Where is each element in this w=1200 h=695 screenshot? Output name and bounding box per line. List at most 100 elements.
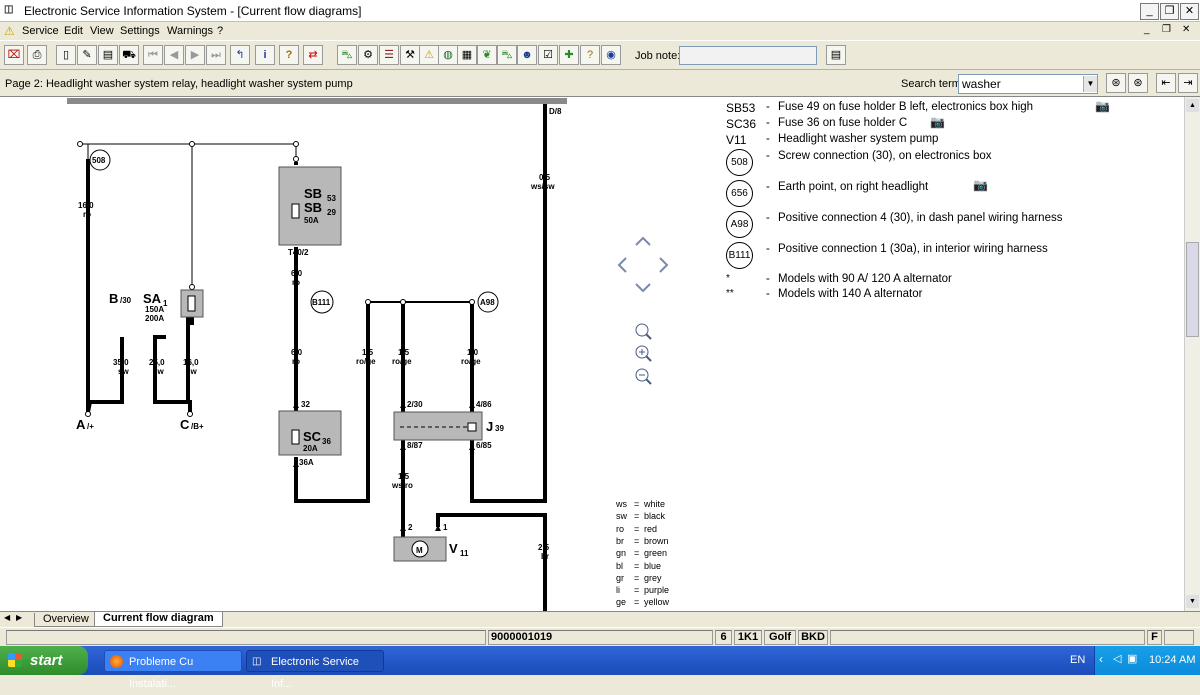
task-esi-label: Electronic Service Inf... (271, 656, 360, 690)
scroll-down-icon[interactable]: ▼ (1186, 595, 1199, 608)
search-dropdown-icon[interactable]: ▼ (1083, 76, 1097, 92)
child-minimize-icon[interactable]: _ (1144, 24, 1150, 35)
legend-circle: B111 (726, 242, 753, 269)
terminal-a: A (76, 417, 86, 432)
vertical-scrollbar[interactable]: ▲ ▼ (1184, 97, 1200, 611)
start-label: start (30, 652, 63, 669)
back-icon[interactable]: ↰ (230, 45, 250, 65)
tab-overview[interactable]: Overview (34, 613, 98, 627)
menu-view[interactable]: View (90, 25, 114, 37)
legend-text: Headlight washer system pump (778, 133, 939, 145)
car-icon[interactable]: ⛍ (337, 45, 357, 65)
maximize-button[interactable]: ❐ (1160, 3, 1179, 20)
menu-help[interactable]: ? (217, 25, 224, 37)
camera-icon[interactable]: 📷 (973, 178, 989, 192)
last-page-icon[interactable]: ⏭ (206, 45, 226, 65)
books-icon[interactable]: ☰ (379, 45, 399, 65)
svg-text:2: 2 (408, 523, 413, 532)
first-page-icon[interactable]: ⏮ (143, 45, 163, 65)
menu-service[interactable]: Service (22, 25, 59, 37)
minimize-button[interactable]: _ (1140, 3, 1159, 20)
job-note-edit-icon[interactable]: ▤ (826, 45, 846, 65)
legend-row: *-Models with 90 A/ 120 A alternator (726, 273, 1166, 289)
tab-current-flow-diagram[interactable]: Current flow diagram (94, 612, 223, 627)
network-icon[interactable]: ▣ (1127, 653, 1138, 665)
color-name: blue (644, 560, 662, 571)
leaf-icon[interactable]: ❦ (477, 45, 497, 65)
search-binoculars-icon[interactable]: ⊛ (1106, 73, 1126, 93)
color-code: bl (616, 560, 624, 571)
globe-icon[interactable]: ◍ (438, 45, 458, 65)
color-code: sw (616, 511, 627, 522)
start-button[interactable]: start (0, 646, 88, 675)
job-note-label: Job note: (635, 50, 681, 62)
document-icon[interactable]: ▤ (98, 45, 118, 65)
svg-text:6,0: 6,0 (291, 348, 303, 357)
next-page-icon[interactable]: ▶ (185, 45, 205, 65)
sc-rating: 20A (303, 444, 318, 453)
new-page-icon[interactable]: ▯ (56, 45, 76, 65)
diagnosis-icon[interactable]: ✚ (559, 45, 579, 65)
expand-icon[interactable]: ⇥ (1178, 73, 1198, 93)
exit-icon[interactable]: ⌧ (4, 45, 24, 65)
checklist-icon[interactable]: ☑ (538, 45, 558, 65)
task-esi[interactable]: ◫ Electronic Service Inf... (246, 650, 384, 690)
volume-icon[interactable]: ◁ (1113, 653, 1122, 665)
prev-page-icon[interactable]: ◀ (164, 45, 184, 65)
svg-text:D/8: D/8 (549, 107, 562, 116)
tab-next-icon[interactable]: ▶ (16, 613, 23, 622)
edit-icon[interactable]: ✎ (77, 45, 97, 65)
menu-settings[interactable]: Settings (120, 25, 160, 37)
tools-icon[interactable]: ⚒ (400, 45, 420, 65)
vehicle-icon[interactable]: ⛟ (119, 45, 139, 65)
table-icon[interactable]: ▦ (457, 45, 477, 65)
svg-text:ro: ro (292, 357, 300, 366)
menu-warnings[interactable]: Warnings (167, 25, 214, 37)
tab-prev-icon[interactable]: ◀ (4, 613, 11, 622)
tray-expand-icon[interactable]: ‹ (1099, 652, 1103, 666)
camera-icon[interactable]: 📷 (1095, 99, 1111, 113)
child-restore-icon[interactable]: ❐ (1162, 24, 1171, 35)
flag-icon[interactable]: ◉ (601, 45, 621, 65)
search-value: washer (962, 77, 1001, 91)
engine-icon[interactable]: ⚙ (358, 45, 378, 65)
svg-text:1,0: 1,0 (467, 348, 479, 357)
question-doc-icon[interactable]: ? (580, 45, 600, 65)
task-firefox[interactable]: Probleme Cu Instalati... (104, 650, 242, 690)
svg-text:6,0: 6,0 (291, 269, 303, 278)
app-icon: ◫ (4, 4, 14, 15)
svg-text:1,5: 1,5 (362, 348, 374, 357)
svg-text:8/87: 8/87 (407, 441, 423, 450)
swap-icon[interactable]: ⇄ (303, 45, 323, 65)
svg-text:25,0: 25,0 (149, 358, 165, 367)
legend-dash: - (766, 273, 770, 285)
close-button[interactable]: ✕ (1180, 3, 1199, 20)
color-name: black (644, 511, 666, 522)
legend-text: Positive connection 4 (30), in dash pane… (778, 212, 1063, 224)
search-label: Search term: (901, 78, 964, 90)
collapse-icon[interactable]: ⇤ (1156, 73, 1176, 93)
search-next-icon[interactable]: ⊛ (1128, 73, 1148, 93)
firefox-icon (110, 655, 123, 668)
color-code: gn (616, 548, 627, 559)
scroll-up-icon[interactable]: ▲ (1186, 99, 1199, 112)
color-eq: = (634, 560, 640, 571)
status-field-2: 1K1 (734, 630, 762, 645)
child-close-icon[interactable]: ✕ (1182, 24, 1191, 35)
legend-text: Positive connection 1 (30a), in interior… (778, 243, 1048, 255)
status-field-empty (6, 630, 486, 645)
people-icon[interactable]: ☻ (517, 45, 537, 65)
search-combobox[interactable]: washer ▼ (958, 74, 1098, 94)
job-note-input[interactable] (679, 46, 817, 65)
print-icon[interactable]: ⎙ (27, 45, 47, 65)
car-green-icon[interactable]: ⛍ (497, 45, 517, 65)
scroll-thumb[interactable] (1186, 242, 1199, 337)
help-icon[interactable]: ? (279, 45, 299, 65)
warning-toolbar-icon[interactable]: ⚠ (419, 45, 439, 65)
color-eq: = (634, 511, 640, 522)
language-indicator[interactable]: EN (1070, 654, 1086, 666)
info-icon[interactable]: i (255, 45, 275, 65)
color-eq: = (634, 585, 640, 596)
camera-icon[interactable]: 📷 (930, 115, 946, 129)
menu-edit[interactable]: Edit (64, 25, 83, 37)
